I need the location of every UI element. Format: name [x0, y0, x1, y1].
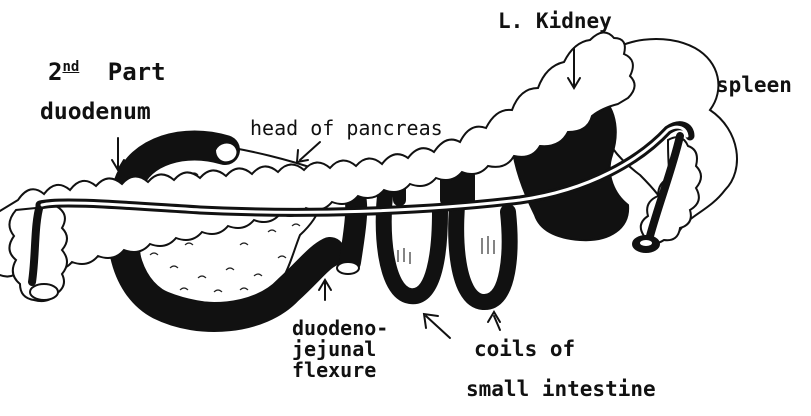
second-part-ordinal: nd [62, 59, 79, 75]
head-of-pancreas-label: head of pancreas [250, 118, 443, 139]
colon-cut-end-right-lumen [640, 240, 652, 246]
intestine-coil-1-folds [398, 248, 410, 264]
dj-flexure-line-1: duodeno- [292, 318, 388, 339]
duodenum-label: duodenum [40, 100, 151, 124]
duodenum-first-part-lumen [215, 143, 237, 163]
kidney-label: L. Kidney [498, 10, 612, 32]
jejunum-cut-end [337, 262, 359, 274]
arrow-coil-1 [426, 316, 450, 338]
second-part-number: 2 [48, 58, 62, 86]
intestine-coil-2-folds [482, 236, 494, 254]
second-part-label: 2nd Part [48, 60, 166, 85]
coils-label-line-2: small intestine [466, 378, 656, 400]
colon-cut-end-left [30, 284, 58, 300]
second-part-word: Part [108, 58, 166, 86]
spleen-label: spleen [716, 74, 792, 96]
second-part-line: 2nd Part [48, 58, 166, 86]
coils-label-line-1: coils of [474, 338, 575, 360]
dj-flexure-line-3: flexure [292, 360, 388, 381]
arrow-pancreas [300, 142, 320, 160]
dj-flexure-label: duodeno- jejunal flexure [292, 318, 388, 381]
dj-flexure-line-2: jejunal [292, 339, 388, 360]
